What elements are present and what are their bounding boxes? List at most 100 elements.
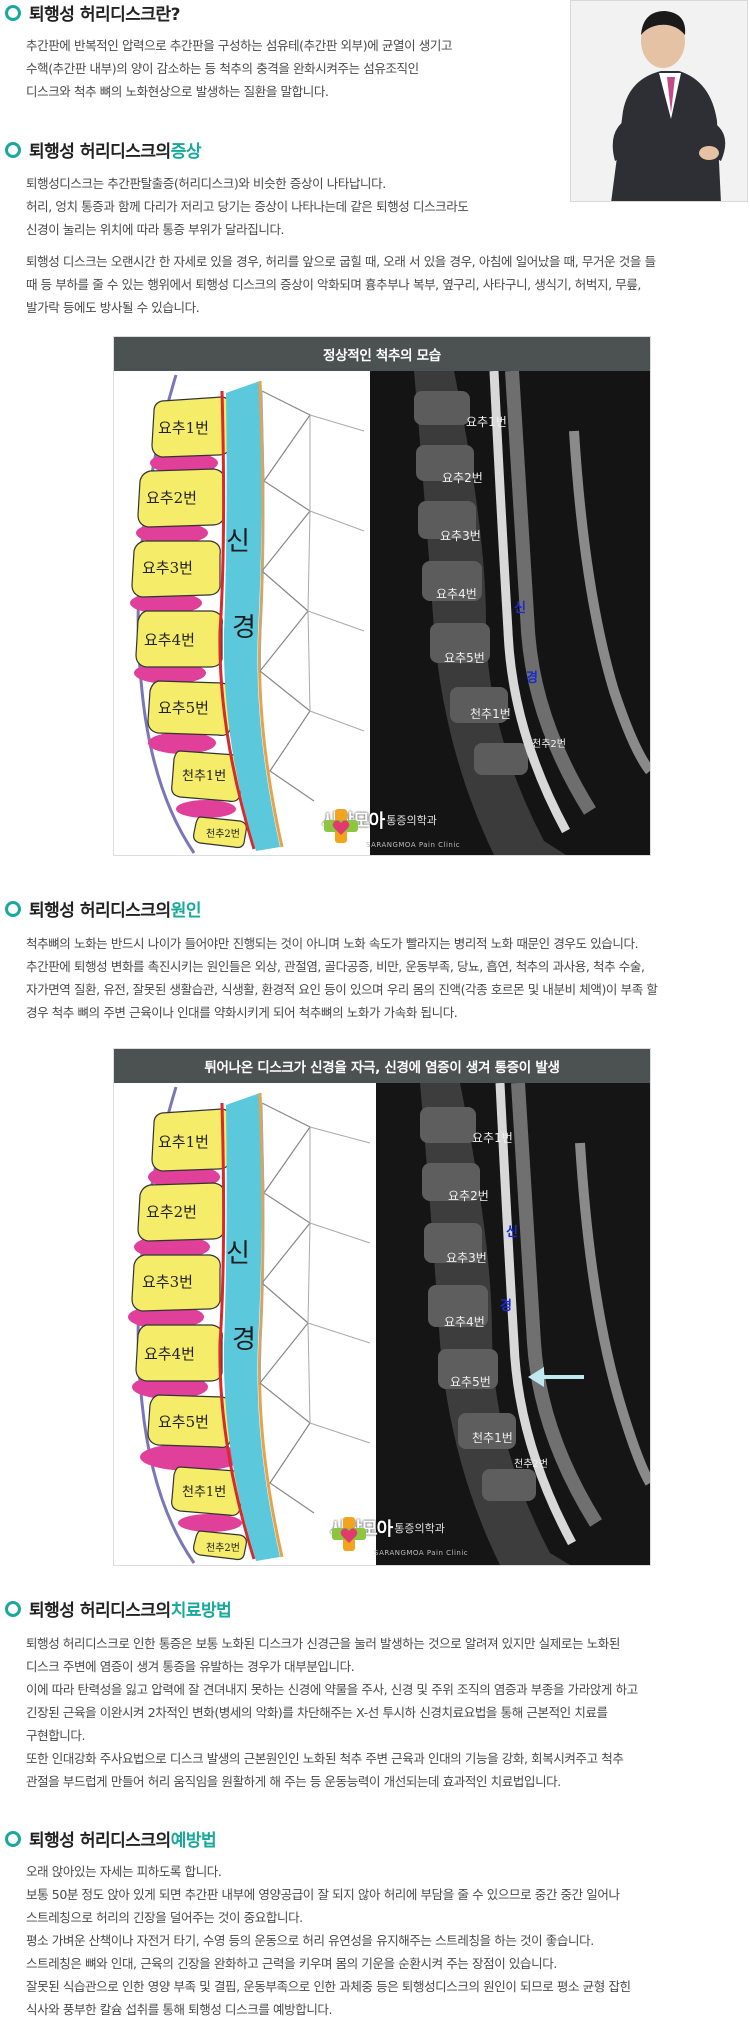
treatment-line: 퇴행성 허리디스크로 인한 통증은 보통 노화된 디스크가 신경근을 눌러 발생… <box>26 1636 620 1651</box>
cause-line: 경우 척추 뼈의 주변 근육이나 인대를 약화시키게 되어 척추뼈의 노화가 가… <box>26 1005 458 1020</box>
section-title-treatment: 퇴행성 허리디스크의 치료방법 <box>5 1596 232 1621</box>
spine-diagram <box>114 371 650 855</box>
figure-herniated-disc: 튀어나온 디스크가 신경을 자극, 신경에 염증이 생겨 통증이 발생 <box>113 1048 651 1566</box>
symptoms-text-2: 퇴행성 디스크는 오랜시간 한 자세로 있을 경우, 허리를 앞으로 굽힐 때,… <box>26 250 656 319</box>
symptoms-title: 퇴행성 허리디스크의 <box>29 142 171 162</box>
vertebra-label: 요추4번 <box>144 1345 195 1363</box>
clinic-logo-icon <box>324 809 358 843</box>
vertebra-label: 천추2번 <box>206 1543 240 1554</box>
section-title-prevention: 퇴행성 허리디스크의 예방법 <box>5 1826 217 1851</box>
figure-caption: 정상적인 척추의 모습 <box>114 337 650 371</box>
treatment-title: 퇴행성 허리디스크의 <box>29 1601 171 1621</box>
prevention-line: 잘못된 식습관으로 인한 영양 부족 및 결핍, 운동부족으로 인한 과체중 등… <box>26 1979 631 1994</box>
back-pain-photo <box>570 0 748 202</box>
prevention-line: 평소 가벼운 산책이나 자전거 타기, 수영 등의 운동으로 허리 유연성을 유… <box>26 1933 594 1948</box>
figure-body: 요추1번 요추2번 요추3번 요추4번 요추5번 천추1번 천추2번 신 경 요… <box>114 1083 650 1565</box>
mri-nerve-label: 신 <box>506 1225 518 1240</box>
vertebra-label: 요추5번 <box>158 699 209 717</box>
treatment-line: 이에 따라 탄력성을 잃고 압력에 잘 견뎌내지 못하는 신경에 약물을 주사,… <box>26 1682 638 1697</box>
prevention-line: 오래 앉아있는 자세는 피하도록 합니다. <box>26 1864 222 1879</box>
mri-label: 천추2번 <box>532 739 566 750</box>
mri-label: 요추1번 <box>472 1131 513 1145</box>
section-title-definition: 퇴행성 허리디스크란? <box>5 0 181 25</box>
cause-line: 추간판에 퇴행성 변화를 촉진시키는 원인들은 외상, 관절염, 골다공증, 비… <box>26 959 645 974</box>
treatment-line: 또한 인대강화 주사요법으로 디스크 발생의 근본원인인 노화된 척추 주변 근… <box>26 1751 624 1766</box>
figure-normal-spine: 정상적인 척추의 모습 <box>113 336 651 856</box>
mri-label: 천추1번 <box>470 707 511 721</box>
symptoms-line: 신경이 눌리는 위치에 따라 통증 부위가 달라집니다. <box>26 222 285 237</box>
mri-label: 요추3번 <box>446 1251 487 1265</box>
vertebra-label: 요추2번 <box>146 1203 197 1221</box>
symptoms-line: 퇴행성디스크는 추간판탈출증(허리디스크)와 비슷한 증상이 나타납니다. <box>26 176 386 191</box>
herniation-arrow-icon <box>528 1367 584 1387</box>
prevention-text: 오래 앉아있는 자세는 피하도록 합니다. 보통 50분 정도 앉아 있게 되면… <box>26 1860 631 2021</box>
treatment-line: 긴장된 근육을 이완시켜 2차적인 변화(병세의 악화)를 차단해주는 X-선 … <box>26 1705 608 1720</box>
treatment-title-accent: 치료방법 <box>170 1601 232 1621</box>
treatment-line: 구현합니다. <box>26 1728 86 1743</box>
mri-label: 천추1번 <box>472 1431 513 1445</box>
clinic-logo: 사랑모아 통증의학과 <box>330 1515 445 1551</box>
definition-line: 수핵(추간판 내부)의 양이 감소하는 등 척추의 충격을 완화시켜주는 섬유조… <box>26 61 419 76</box>
symptoms-line: 퇴행성 디스크는 오랜시간 한 자세로 있을 경우, 허리를 앞으로 굽힐 때,… <box>26 254 656 269</box>
symptoms-line: 발가락 등에도 방사될 수 있습니다. <box>26 300 200 315</box>
vertebra-label: 요추3번 <box>142 559 193 577</box>
vertebra-label: 요추1번 <box>158 1133 209 1151</box>
symptoms-line: 허리, 엉치 통증과 함께 다리가 저리고 당기는 증상이 나타나는데 같은 퇴… <box>26 199 469 214</box>
clinic-logo-en: SARANGMOA Pain Clinic <box>366 841 461 849</box>
bullet-icon <box>5 900 21 917</box>
prevention-line: 스트레칭으로 허리의 긴장을 덜어주는 것이 중요합니다. <box>26 1910 303 1925</box>
cause-line: 자가면역 질환, 유전, 잘못된 생활습관, 식생활, 환경적 요인 등이 있으… <box>26 982 658 997</box>
definition-text: 추간판에 반복적인 압력으로 추간판을 구성하는 섬유테(추간판 외부)에 균열… <box>26 34 452 103</box>
vertebra-label: 천추2번 <box>206 829 240 840</box>
section-title-cause: 퇴행성 허리디스크의 원인 <box>5 896 201 921</box>
mri-label: 천추2번 <box>514 1459 548 1470</box>
mri-label: 요추2번 <box>442 471 483 485</box>
nerve-label: 신 <box>226 527 250 557</box>
vertebra-label: 요추1번 <box>158 419 209 437</box>
mri-label: 요추2번 <box>448 1189 489 1203</box>
clinic-logo-sub: 통증의학과 <box>394 1522 445 1535</box>
clinic-logo-sub: 통증의학과 <box>386 814 437 827</box>
cause-title-accent: 원인 <box>170 901 202 921</box>
prevention-title: 퇴행성 허리디스크의 <box>29 1831 171 1851</box>
definition-line: 추간판에 반복적인 압력으로 추간판을 구성하는 섬유테(추간판 외부)에 균열… <box>26 38 453 53</box>
bullet-icon <box>5 141 21 158</box>
treatment-line: 관절을 부드럽게 만들어 허리 움직임을 원활하게 해 주는 등 운동능력이 개… <box>26 1774 561 1789</box>
vertebra-label: 요추3번 <box>142 1273 193 1291</box>
vertebra-label: 요추4번 <box>144 631 195 649</box>
prevention-line: 스트레칭은 뼈와 인대, 근육의 긴장을 완화하고 근력을 키우며 몸의 기운을… <box>26 1956 557 1971</box>
definition-title: 퇴행성 허리디스크란? <box>29 5 181 25</box>
bullet-icon <box>5 1830 21 1847</box>
figure-body: 요추1번 요추2번 요추3번 요추4번 요추5번 천추1번 천추2번 신 경 요… <box>114 371 650 855</box>
prevention-line: 식사와 풍부한 칼슘 섭취를 통해 퇴행성 디스크를 예방합니다. <box>26 2002 333 2017</box>
vertebra-label: 천추1번 <box>182 1485 227 1500</box>
clinic-logo-icon <box>332 1517 366 1551</box>
nerve-label: 경 <box>232 1325 256 1355</box>
vertebra-label: 요추5번 <box>158 1413 209 1431</box>
cause-line: 척추뼈의 노화는 반드시 나이가 들어야만 진행되는 것이 아니며 노화 속도가… <box>26 936 639 951</box>
mri-label: 요추4번 <box>444 1315 485 1329</box>
mri-nerve-label: 경 <box>500 1299 512 1314</box>
mri-label: 요추4번 <box>436 587 477 601</box>
symptoms-title-accent: 증상 <box>170 142 202 162</box>
prevention-line: 보통 50분 정도 앉아 있게 되면 추간판 내부에 영양공급이 잘 되지 않아… <box>26 1887 620 1902</box>
section-title-symptoms: 퇴행성 허리디스크의 증상 <box>5 137 201 162</box>
cause-text: 척추뼈의 노화는 반드시 나이가 들어야만 진행되는 것이 아니며 노화 속도가… <box>26 932 658 1024</box>
symptoms-text-1: 퇴행성디스크는 추간판탈출증(허리디스크)와 비슷한 증상이 나타납니다. 허리… <box>26 172 469 241</box>
clinic-logo-en: SARANGMOA Pain Clinic <box>374 1549 469 1557</box>
cause-title: 퇴행성 허리디스크의 <box>29 901 171 921</box>
bullet-icon <box>5 4 21 21</box>
symptoms-line: 때 등 부하를 줄 수 있는 행위에서 퇴행성 디스크의 증상이 악화되며 흉추… <box>26 277 641 292</box>
herniation-diagram <box>114 1083 650 1565</box>
mri-label: 요추5번 <box>450 1375 491 1389</box>
nerve-label: 신 <box>226 1239 250 1269</box>
prevention-title-accent: 예방법 <box>170 1831 217 1851</box>
bullet-icon <box>5 1600 21 1617</box>
mri-label: 요추1번 <box>466 415 507 429</box>
clinic-logo: 사랑모아 통증의학과 <box>322 807 437 843</box>
treatment-line: 디스크 주변에 염증이 생겨 통증을 유발하는 경우가 대부분입니다. <box>26 1659 355 1674</box>
nerve-label: 경 <box>232 613 256 643</box>
back-pain-illustration <box>571 1 747 201</box>
definition-line: 디스크와 척추 뼈의 노화현상으로 발생하는 질환을 말합니다. <box>26 84 329 99</box>
mri-nerve-label: 신 <box>514 601 526 616</box>
